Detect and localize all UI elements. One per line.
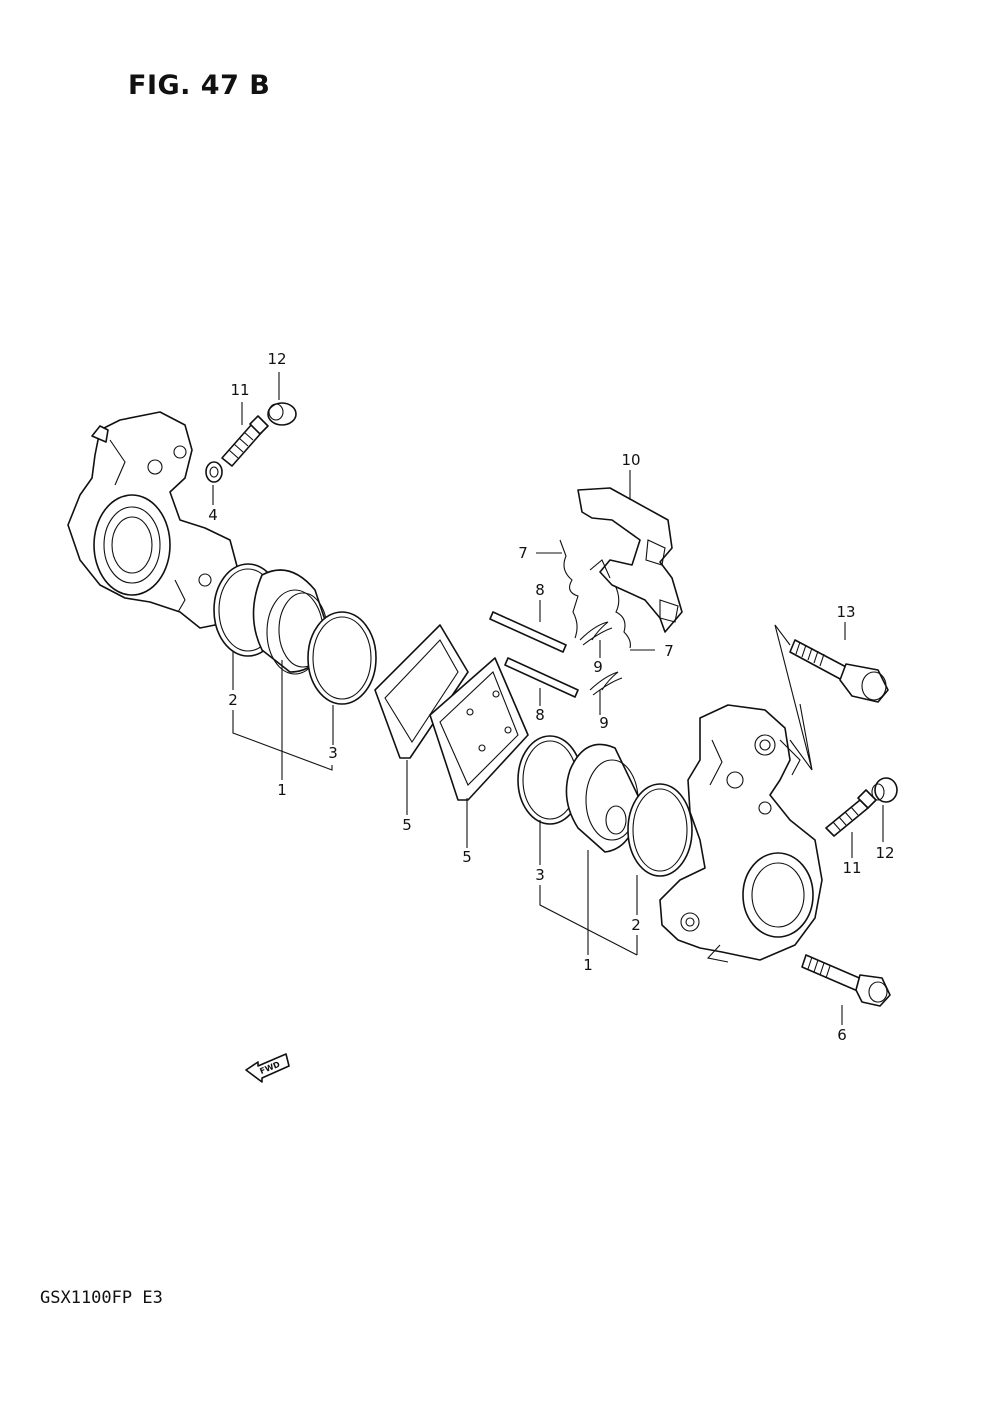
pad-spring-plate xyxy=(577,487,683,633)
pad-spring-left xyxy=(559,539,579,639)
left-bleeder-cap xyxy=(267,402,297,426)
right-caliper-body xyxy=(659,704,823,963)
left-bleeder-valve xyxy=(221,415,269,467)
callout-1-left: 1 xyxy=(277,781,287,799)
pad-pin-lower xyxy=(504,657,579,698)
right-piston-seal xyxy=(627,783,693,877)
callout-4: 4 xyxy=(208,506,218,524)
figure-title: FIG. 47 B xyxy=(128,70,271,101)
callout-5-inner: 5 xyxy=(462,848,472,866)
callout-8-lower: 8 xyxy=(535,706,545,724)
right-bleeder-valve xyxy=(825,789,877,837)
callout-12-left: 12 xyxy=(267,350,286,368)
callout-2-right: 2 xyxy=(631,916,641,934)
left-caliper-body xyxy=(67,411,239,629)
left-dust-seal xyxy=(307,611,377,705)
callout-10: 10 xyxy=(621,451,640,469)
pad-spring-right xyxy=(614,584,631,649)
leader-lines xyxy=(212,372,884,1025)
callout-8-upper: 8 xyxy=(535,581,545,599)
pin-clip-upper xyxy=(579,621,613,646)
callout-11-left: 11 xyxy=(230,381,249,399)
callout-11-right: 11 xyxy=(842,859,861,877)
left-washer xyxy=(205,461,223,483)
callout-3-left: 3 xyxy=(328,744,338,762)
caliper-mounting-bolt xyxy=(789,639,889,703)
callout-7-right: 7 xyxy=(664,642,674,660)
callout-2-left: 2 xyxy=(228,691,238,709)
caliper-axle-bolt xyxy=(801,954,891,1007)
callout-9-upper: 9 xyxy=(593,658,603,676)
callout-5-outer: 5 xyxy=(402,816,412,834)
pad-pin-upper xyxy=(489,611,567,653)
model-code: GSX1100FP E3 xyxy=(40,1288,163,1308)
brake-pad-inner xyxy=(429,657,529,801)
callout-6: 6 xyxy=(837,1026,847,1044)
callout-13: 13 xyxy=(836,603,855,621)
callout-12-right: 12 xyxy=(875,844,894,862)
callout-9-lower: 9 xyxy=(599,714,609,732)
callout-3-right: 3 xyxy=(535,866,545,884)
callout-1-right: 1 xyxy=(583,956,593,974)
pin-clip-lower xyxy=(589,671,623,696)
fwd-direction-marker: FWD xyxy=(245,1053,290,1083)
callout-7-left: 7 xyxy=(518,544,528,562)
right-bleeder-cap xyxy=(871,777,898,803)
